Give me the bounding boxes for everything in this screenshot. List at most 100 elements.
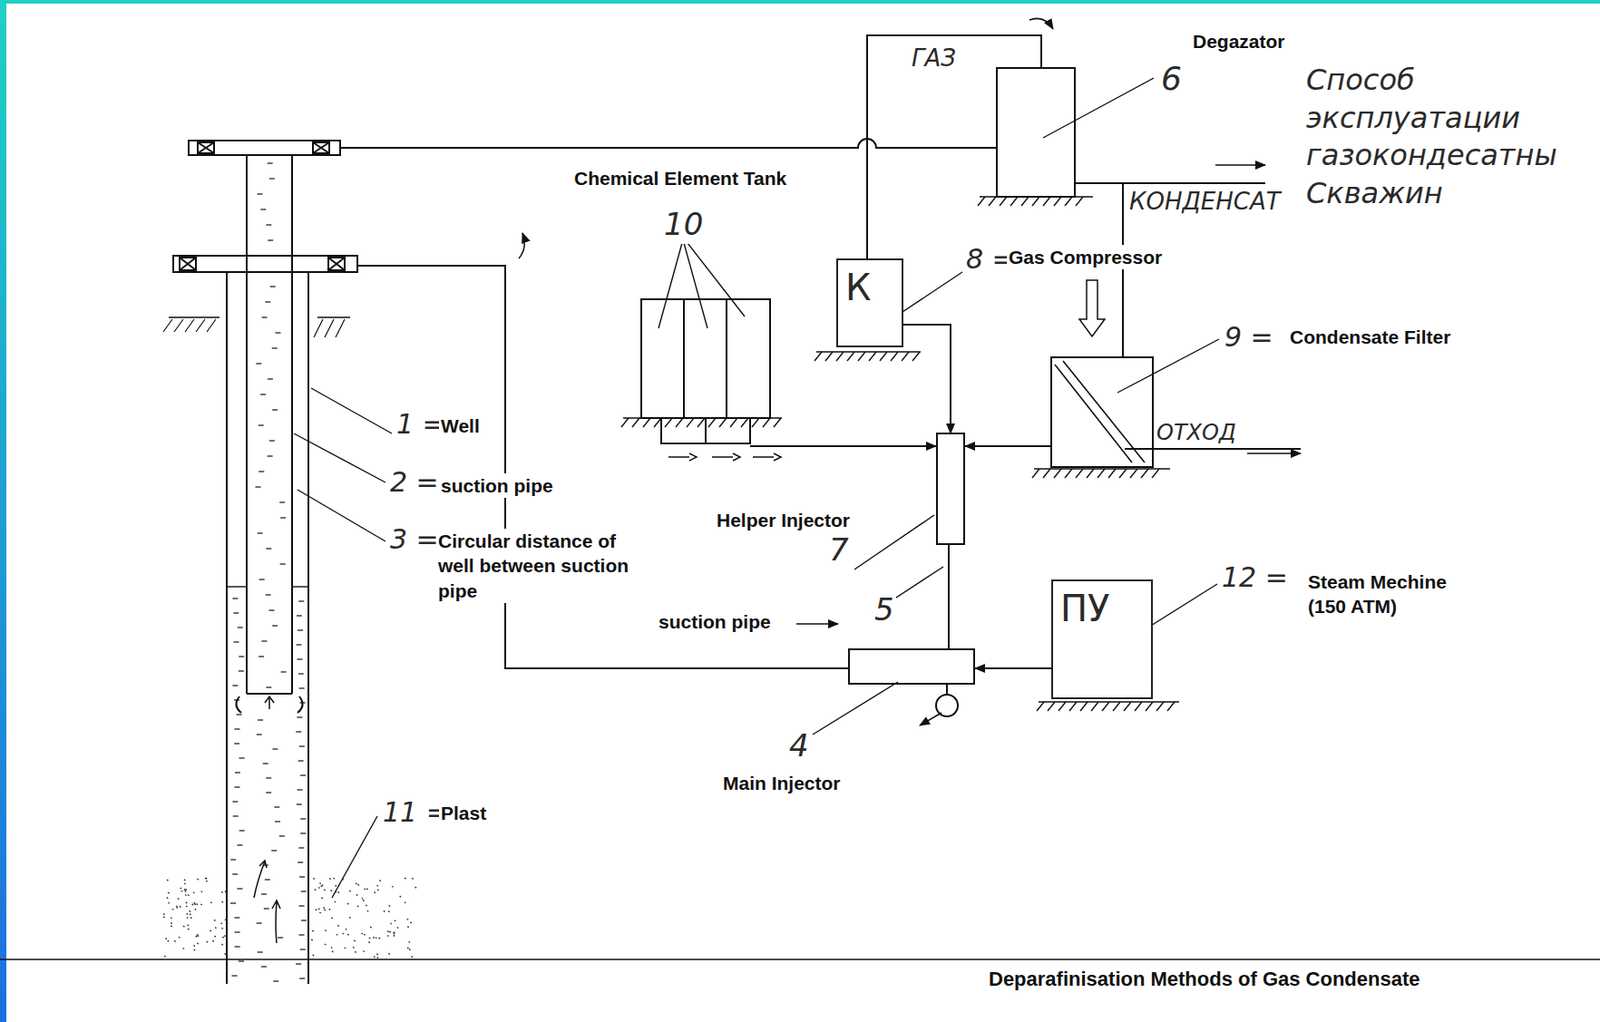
stroke [1086, 468, 1094, 479]
stroke [170, 926, 173, 927]
stroke [190, 917, 193, 919]
stroke [1043, 468, 1051, 479]
stroke [232, 684, 238, 686]
stroke [686, 418, 694, 428]
stroke [274, 331, 281, 333]
stroke [1032, 196, 1040, 206]
stroke [196, 878, 199, 880]
handwritten-label: 10 [662, 204, 705, 244]
stroke [664, 418, 673, 428]
stroke [349, 917, 352, 918]
stroke [299, 687, 305, 689]
stroke [901, 351, 909, 361]
handwritten-label: 9 = [1222, 319, 1276, 355]
stroke [230, 858, 236, 860]
stroke [324, 944, 327, 946]
stroke [409, 949, 411, 951]
stroke [373, 892, 376, 894]
stroke [298, 673, 304, 674]
handwritten-label: Способ эксплуатации газокондесатны Скваж… [1304, 61, 1591, 213]
stroke [279, 501, 285, 503]
stroke [234, 742, 240, 744]
stroke [879, 351, 888, 361]
stroke [653, 418, 662, 428]
stroke [397, 926, 400, 928]
stroke [239, 829, 245, 831]
frame-edge [0, 0, 1600, 4]
stroke [189, 914, 192, 916]
stroke [373, 956, 376, 958]
stroke [360, 933, 363, 935]
stroke [323, 907, 326, 909]
stroke [267, 162, 274, 164]
stroke [762, 418, 771, 428]
stroke [185, 902, 188, 904]
stroke [408, 941, 410, 943]
stroke [342, 933, 345, 935]
stroke [349, 890, 352, 892]
stroke [773, 418, 781, 428]
stroke [296, 716, 303, 718]
stroke [912, 351, 920, 361]
stroke [297, 629, 303, 631]
stroke [345, 928, 348, 930]
stroke [347, 934, 350, 936]
stroke [265, 547, 272, 549]
stroke [352, 946, 355, 948]
stroke [175, 906, 178, 908]
stroke [751, 418, 760, 428]
handwritten-label: 5 [872, 589, 897, 630]
stroke [337, 925, 340, 927]
stroke [329, 878, 332, 880]
stroke [1064, 468, 1073, 479]
stroke [357, 884, 360, 886]
stroke [1167, 702, 1175, 712]
stroke [267, 239, 274, 241]
stroke [389, 905, 391, 907]
stroke [415, 887, 418, 888]
stroke [195, 908, 197, 910]
stroke [272, 748, 278, 750]
stroke [257, 951, 264, 953]
stroke [1034, 468, 1171, 469]
stroke [334, 901, 337, 903]
stroke [299, 876, 305, 878]
stroke [836, 351, 844, 361]
stroke [1053, 196, 1062, 206]
stroke [221, 901, 224, 903]
stroke [277, 936, 283, 938]
stroke [234, 641, 240, 643]
stroke [1043, 196, 1051, 206]
stroke [404, 878, 407, 879]
stroke [367, 910, 370, 912]
stroke [331, 951, 334, 953]
stroke [300, 948, 306, 950]
part-label: Main Injector [721, 770, 843, 796]
stroke [185, 906, 188, 908]
stroke [365, 905, 368, 907]
stroke [184, 879, 186, 881]
stroke [193, 945, 196, 947]
stroke [279, 835, 285, 837]
stroke [1097, 468, 1105, 479]
stroke [264, 301, 271, 303]
stroke [332, 878, 335, 879]
stroke [265, 791, 272, 793]
stroke [1036, 702, 1044, 712]
stroke [314, 889, 317, 891]
stroke [263, 907, 270, 909]
part-label: Degazator [1190, 29, 1288, 54]
stroke [362, 951, 365, 953]
stroke [236, 844, 243, 846]
stroke [221, 891, 224, 893]
stroke [265, 777, 272, 779]
stroke [205, 878, 208, 879]
handwritten-label: 7 [827, 529, 851, 570]
stroke [232, 800, 238, 802]
stroke [675, 418, 683, 428]
stroke [236, 887, 243, 889]
stroke [260, 393, 266, 395]
stroke [259, 578, 265, 580]
stroke [334, 885, 337, 887]
stroke [393, 935, 396, 937]
